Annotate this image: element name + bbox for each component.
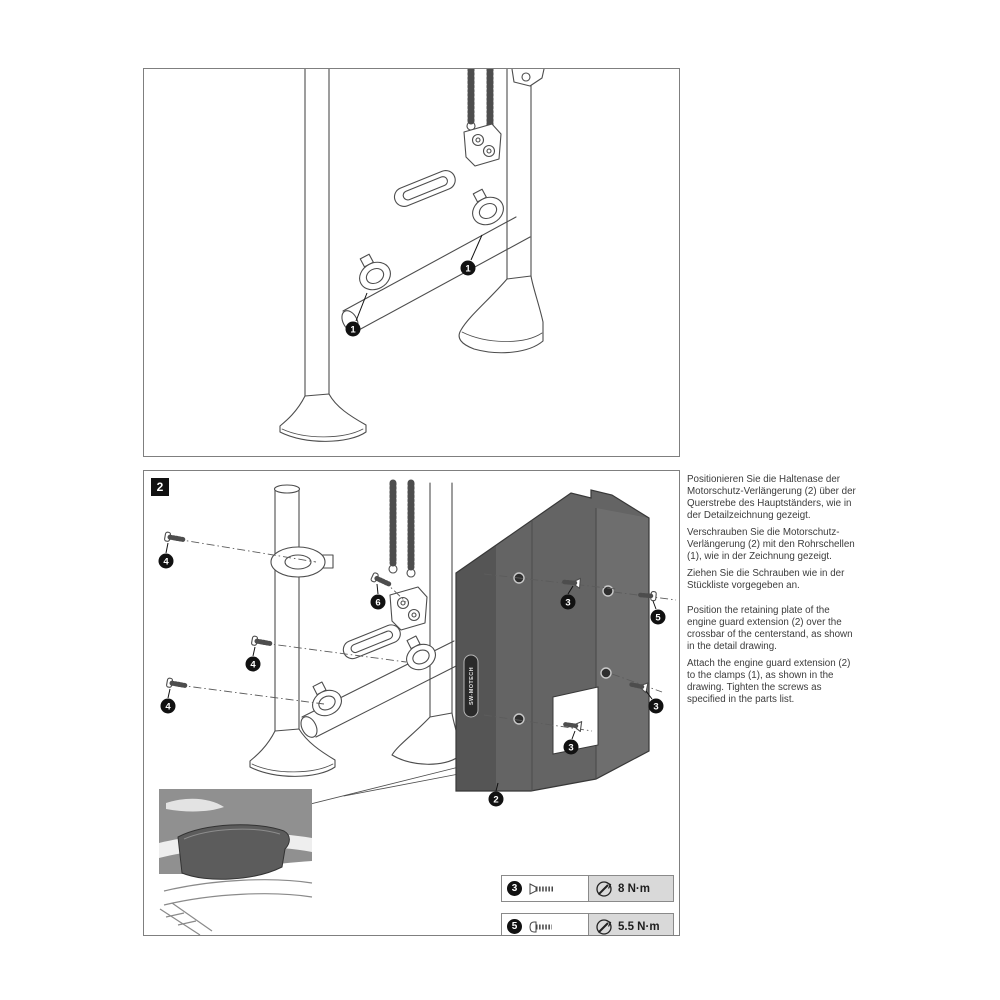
instructions-german: Positionieren Sie die Haltenase der Moto… bbox=[687, 474, 859, 591]
inset-frame-lines bbox=[159, 902, 213, 935]
spring-rods bbox=[388, 479, 416, 578]
pan-screw-icon bbox=[370, 572, 392, 587]
pan-screw-icon bbox=[529, 921, 552, 932]
pipe-clamp-right bbox=[472, 188, 504, 226]
instruction-paragraph-de-1: Positionieren Sie die Haltenase der Moto… bbox=[687, 474, 856, 521]
centerstand-left-leg bbox=[279, 69, 367, 442]
centerstand-tang bbox=[342, 624, 401, 660]
callout-1-left: 1 bbox=[345, 292, 368, 337]
callout-label: 3 bbox=[568, 743, 573, 754]
mounting-bracket bbox=[463, 123, 502, 167]
figure-1-centerstand-with-clamps: 1 1 bbox=[279, 69, 545, 442]
brand-label: SW-MOTECH bbox=[469, 667, 475, 705]
instruction-paragraph-en-1: Position the retaining plate of the engi… bbox=[687, 605, 853, 653]
callout-label: 5 bbox=[655, 613, 661, 624]
plate-notch bbox=[552, 686, 599, 755]
torque-row-value-cell: 5.5 N·m bbox=[589, 914, 673, 935]
brand-badge: SW-MOTECH bbox=[463, 654, 479, 718]
torque-wrench-icon bbox=[596, 880, 612, 897]
callout-1-left-label: 1 bbox=[350, 325, 356, 336]
part-callout: 3 bbox=[507, 881, 522, 896]
callout-4-mid: 4 bbox=[245, 646, 261, 672]
figure-panel-1: 1 1 bbox=[143, 68, 680, 457]
countersunk-screw-icon bbox=[628, 682, 649, 694]
callout-3-bottom: 3 bbox=[563, 730, 579, 755]
pipe-clamp-b bbox=[406, 635, 436, 671]
instruction-paragraph-en-2: Attach the engine guard extension (2) to… bbox=[687, 658, 851, 705]
centerstand-right-leg bbox=[458, 69, 544, 354]
pan-screw-icon bbox=[251, 635, 273, 646]
crossbar-tube bbox=[341, 216, 531, 332]
part-callout: 5 bbox=[507, 919, 522, 934]
engine-guard-extension-plate: SW-MOTECH bbox=[455, 489, 650, 792]
callout-6: 6 bbox=[370, 583, 386, 610]
callouts: 4 6 4 4 bbox=[158, 542, 666, 807]
centerstand-center-leg bbox=[391, 482, 459, 765]
torque-row-part-cell: 3 bbox=[502, 876, 589, 901]
torque-row-value-cell: 8 N·m bbox=[589, 876, 673, 901]
retaining-tab-detail bbox=[177, 824, 290, 880]
centerstand-tang bbox=[393, 169, 456, 207]
countersunk-screw-icon bbox=[561, 721, 583, 733]
callout-5: 5 bbox=[650, 600, 666, 625]
callout-label: 3 bbox=[653, 702, 658, 713]
callout-label: 2 bbox=[493, 795, 498, 806]
top-right-bracket-partial bbox=[511, 69, 545, 87]
torque-row-part-cell: 5 bbox=[502, 914, 589, 935]
callout-4-top: 4 bbox=[158, 542, 174, 569]
pipe-clamp-a bbox=[312, 681, 342, 717]
instruction-text-column: Positionieren Sie die Haltenase der Moto… bbox=[687, 474, 859, 711]
callout-label: 6 bbox=[375, 598, 380, 609]
callout-4-bottom: 4 bbox=[160, 688, 176, 714]
torque-value: 8 N·m bbox=[618, 882, 650, 895]
mounting-bracket bbox=[389, 586, 428, 631]
pan-screw-icon bbox=[166, 677, 188, 688]
instruction-paragraph-de-3: Ziehen Sie die Schrauben wie in der Stüc… bbox=[687, 567, 845, 591]
figure-2-engine-guard-extension: SW-MOTECH bbox=[158, 479, 677, 935]
torque-row: 3 8 N·m bbox=[501, 875, 674, 902]
callout-1-right-label: 1 bbox=[465, 264, 471, 275]
countersunk-screw-icon bbox=[529, 882, 554, 895]
instructions-english: Position the retaining plate of the engi… bbox=[687, 605, 859, 706]
torque-row: 5 5.5 N·m bbox=[501, 913, 674, 935]
callout-label: 3 bbox=[565, 598, 570, 609]
torque-table: 3 8 N·m 5 bbox=[501, 875, 674, 935]
callout-2-plate: 2 bbox=[488, 782, 504, 807]
callout-label: 4 bbox=[165, 702, 171, 713]
centerstand-left-leg bbox=[249, 484, 336, 777]
pan-screw-icon bbox=[164, 531, 186, 542]
callout-label: 4 bbox=[163, 557, 169, 568]
callout-3-right: 3 bbox=[645, 690, 664, 714]
torque-value: 5.5 N·m bbox=[618, 920, 660, 933]
instruction-paragraph-de-2: Verschrauben Sie die Motorschutz-Verläng… bbox=[687, 526, 855, 562]
step-number-badge: 2 bbox=[151, 478, 169, 496]
countersunk-screw-icon bbox=[560, 577, 581, 589]
callout-3-top: 3 bbox=[560, 585, 576, 610]
callout-label: 4 bbox=[250, 660, 256, 671]
figure-panel-2: 2 bbox=[143, 470, 680, 936]
torque-wrench-icon bbox=[596, 918, 612, 935]
pipe-clamp-on-leg bbox=[270, 546, 334, 578]
screws bbox=[164, 531, 657, 733]
detail-inset-drawing bbox=[159, 789, 313, 935]
pipe-clamp-left bbox=[359, 253, 391, 291]
callout-1-right: 1 bbox=[460, 234, 483, 276]
pan-screw-icon bbox=[636, 591, 657, 602]
